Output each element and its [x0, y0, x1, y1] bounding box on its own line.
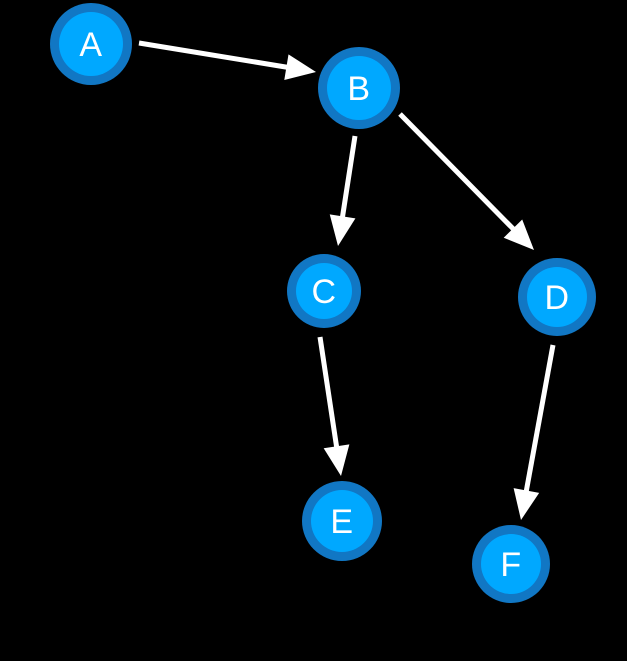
node-fill: [527, 267, 587, 327]
edge-line: [339, 135, 358, 220]
graph-node-b[interactable]: B: [318, 47, 400, 129]
graph-edge-b-c: [329, 135, 358, 246]
node-label: D: [544, 279, 569, 317]
arrow-head-icon: [513, 488, 540, 520]
node-label: A: [79, 26, 102, 64]
node-fill: [296, 263, 352, 319]
graph-node-f[interactable]: F: [472, 525, 550, 603]
edge-line: [317, 336, 340, 450]
graph-node-c[interactable]: C: [287, 254, 361, 328]
arrow-head-icon: [284, 54, 316, 80]
node-label: C: [311, 273, 336, 311]
edge-line: [523, 344, 556, 494]
node-fill: [59, 12, 123, 76]
arrow-head-icon: [503, 219, 534, 250]
node-label: E: [330, 503, 353, 541]
graph-edge-a-b: [138, 40, 316, 80]
node-fill: [327, 56, 391, 120]
graph-edge-b-d: [398, 112, 534, 250]
arrow-head-icon: [329, 214, 356, 246]
node-fill: [481, 534, 541, 594]
arrow-head-icon: [323, 444, 350, 476]
graph-edge-c-e: [317, 336, 350, 476]
node-label: B: [347, 70, 370, 108]
graph-node-e[interactable]: E: [302, 481, 382, 561]
edges-layer: [138, 40, 556, 520]
graph-node-a[interactable]: A: [50, 3, 132, 85]
graph-node-d[interactable]: D: [518, 258, 596, 336]
edge-line: [138, 40, 290, 71]
node-fill: [311, 490, 373, 552]
nodes-layer: A B C D E F: [50, 3, 596, 603]
edge-line: [398, 112, 517, 233]
node-label: F: [500, 546, 521, 584]
graph-edge-d-f: [513, 344, 556, 520]
